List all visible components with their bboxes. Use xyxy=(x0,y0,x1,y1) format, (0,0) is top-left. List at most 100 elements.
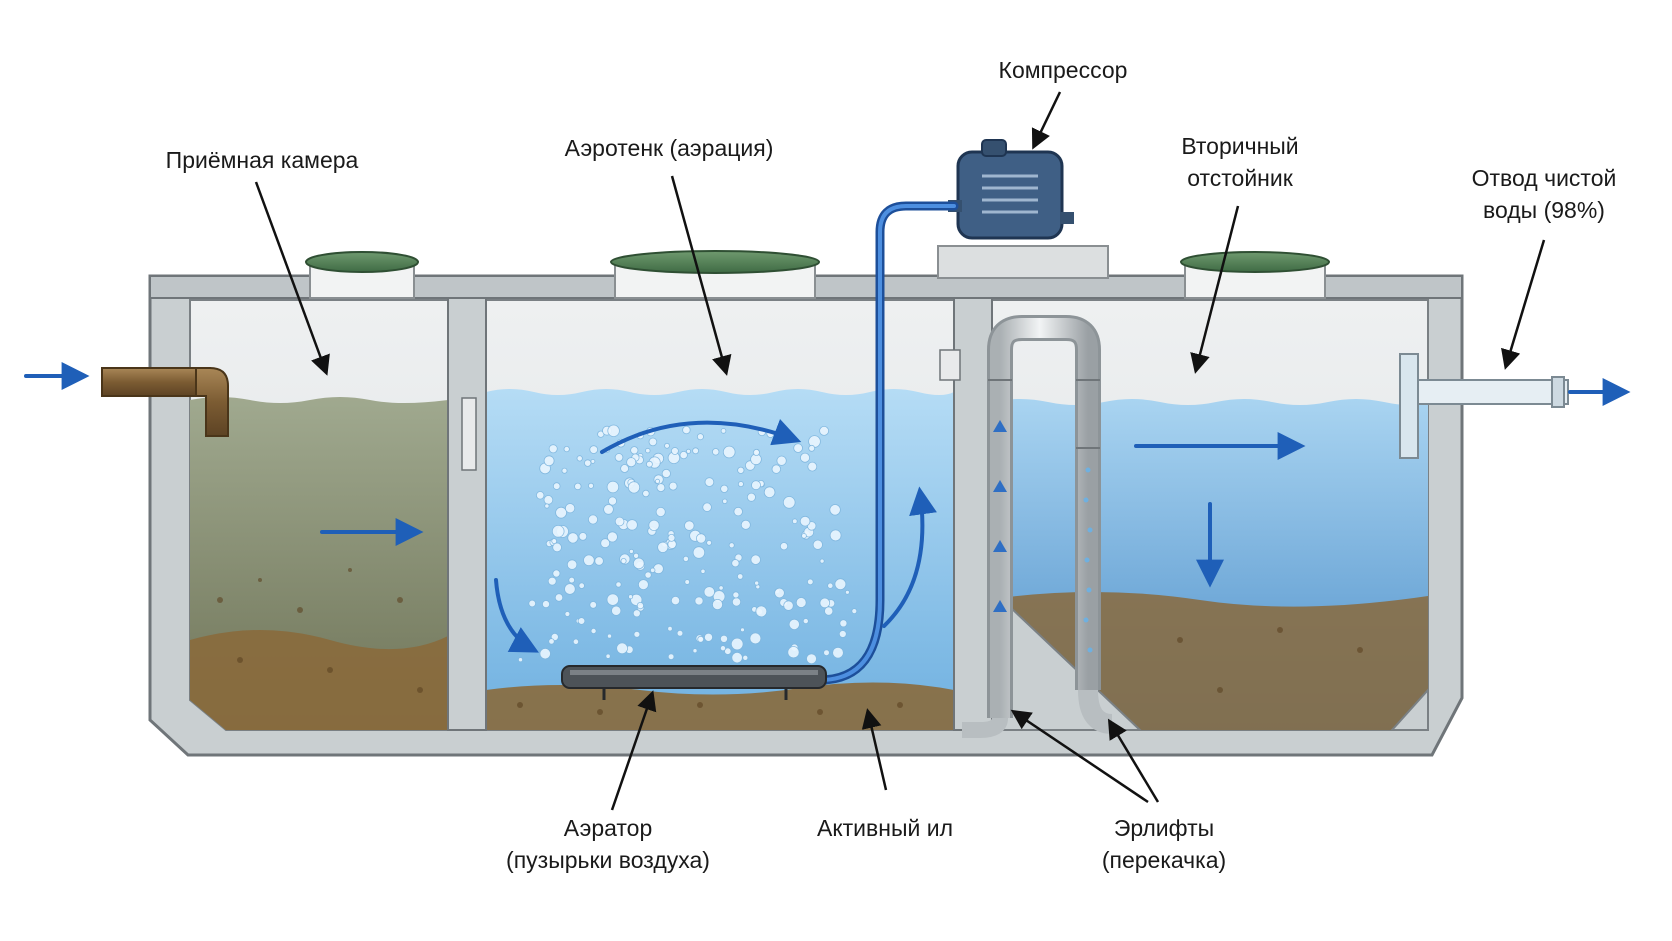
air-bubble xyxy=(626,519,638,531)
air-bubble xyxy=(733,506,743,517)
air-bubble xyxy=(514,644,522,653)
lid-settler xyxy=(1180,251,1330,299)
air-bubble xyxy=(819,558,825,564)
lid-receiving xyxy=(305,251,419,299)
air-bubble xyxy=(823,649,830,656)
air-bubble xyxy=(667,653,675,660)
label-airlifts: Эрлифты (перекачка) xyxy=(1074,812,1254,876)
air-bubble xyxy=(633,630,641,638)
air-bubble xyxy=(808,444,816,452)
air-bubble xyxy=(667,534,676,542)
air-bubble xyxy=(620,558,627,565)
label-clean-outlet: Отвод чистой воды (98%) xyxy=(1456,162,1632,226)
air-bubble xyxy=(611,605,622,616)
air-bubble xyxy=(606,480,620,494)
air-bubble xyxy=(578,532,588,541)
air-bubble xyxy=(564,611,571,617)
air-bubble xyxy=(554,593,564,602)
air-bubble xyxy=(614,516,625,527)
air-bubble xyxy=(703,586,716,598)
air-bubble xyxy=(646,460,653,468)
inlet-pipe xyxy=(101,367,229,437)
aero-top-arrow xyxy=(600,418,802,454)
air-bubble xyxy=(632,557,645,570)
air-bubble xyxy=(614,453,624,462)
air-bubble xyxy=(740,519,751,530)
air-bubble xyxy=(838,630,847,638)
air-bubble xyxy=(567,532,579,544)
air-bubble xyxy=(783,600,794,611)
partition-1 xyxy=(447,297,487,731)
air-bubble xyxy=(793,443,803,453)
air-bubble xyxy=(607,424,620,438)
air-bubble xyxy=(668,481,678,491)
label-compressor: Компрессор xyxy=(998,57,1128,83)
raw-sludge xyxy=(190,630,448,730)
label-active-sludge: Активный ил xyxy=(816,815,953,841)
air-bubble xyxy=(746,492,756,502)
air-bubble xyxy=(650,567,656,573)
air-bubble xyxy=(638,579,649,590)
air-bubble xyxy=(543,495,554,505)
air-bubble xyxy=(692,546,706,559)
air-bubble xyxy=(742,654,749,661)
air-bubble xyxy=(806,653,817,665)
air-bubble xyxy=(632,609,641,618)
air-bubble xyxy=(779,542,789,551)
overflow-notch-2 xyxy=(939,349,961,381)
air-bubble xyxy=(692,447,699,455)
air-bubble xyxy=(566,559,578,570)
air-bubble xyxy=(702,502,712,512)
air-bubble xyxy=(695,533,707,544)
air-bubble xyxy=(827,582,834,589)
air-bubble xyxy=(737,573,744,580)
air-bubble xyxy=(731,652,743,664)
air-bubble xyxy=(795,597,807,608)
air-bubble xyxy=(576,455,583,462)
air-bubble xyxy=(807,461,818,472)
label-clean-outlet-line1: Отвод чистой xyxy=(1471,165,1617,191)
air-bubble xyxy=(731,597,742,607)
air-bubble xyxy=(704,477,715,487)
air-bubble xyxy=(628,548,634,554)
air-bubble xyxy=(574,482,582,491)
air-bubble xyxy=(728,542,735,549)
label-clean-outlet-line2: воды (98%) xyxy=(1483,197,1605,223)
air-bubble xyxy=(544,503,550,509)
aerator-pipe xyxy=(561,665,827,700)
air-bubble xyxy=(528,599,536,608)
air-bubble xyxy=(752,448,760,456)
air-bubble xyxy=(627,481,641,494)
air-bubble xyxy=(564,583,576,595)
air-bubble xyxy=(676,629,684,637)
air-bubble xyxy=(590,458,596,464)
air-bubble xyxy=(536,491,545,500)
air-bubble xyxy=(686,448,692,454)
air-bubble xyxy=(584,459,592,467)
aero-right-arrow xyxy=(882,486,937,628)
air-bubble xyxy=(730,637,744,651)
outlet-pipe xyxy=(1399,353,1569,459)
air-bubble xyxy=(755,605,768,618)
label-secondary-settler-line1: Вторичный xyxy=(1181,133,1299,159)
air-bubble xyxy=(578,582,585,589)
air-bubble xyxy=(754,580,760,586)
air-bubble xyxy=(696,433,704,441)
air-bubble xyxy=(667,626,673,632)
air-bubble xyxy=(607,633,613,639)
air-bubble xyxy=(589,445,598,454)
sludge-speckles xyxy=(217,568,1363,715)
flow-arrows xyxy=(24,362,1631,653)
label-airlifts-line1: Эрлифты xyxy=(1113,815,1215,841)
air-bubble xyxy=(845,589,850,595)
air-bubble xyxy=(787,646,800,659)
air-bubble xyxy=(588,482,595,489)
label-aerotank: Аэротенк (аэрация) xyxy=(564,135,774,161)
air-bubble xyxy=(712,599,724,611)
label-receiving-chamber: Приёмная камера xyxy=(165,147,359,173)
air-bubble xyxy=(682,425,691,435)
air-bubble xyxy=(552,542,562,553)
air-bubble xyxy=(692,648,698,654)
air-bubble xyxy=(720,428,727,434)
